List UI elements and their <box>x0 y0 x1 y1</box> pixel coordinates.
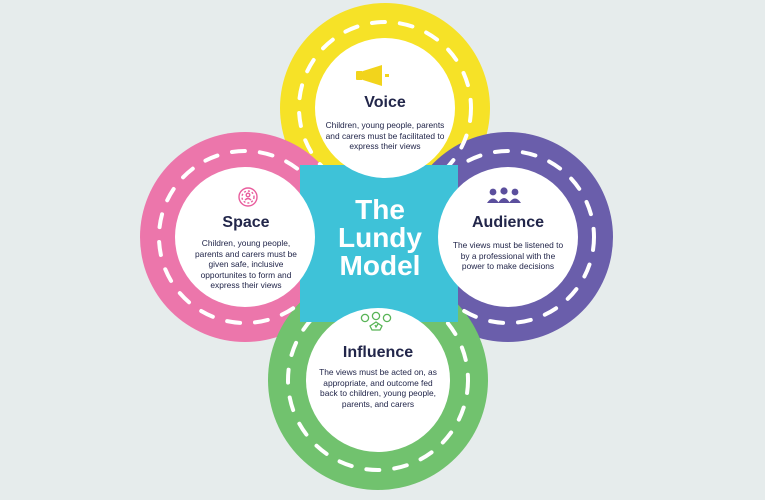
space-description: Children, young people, parents and care… <box>195 238 297 290</box>
influence-label: Influence The views must be acted on, as… <box>318 344 438 409</box>
megaphone-icon <box>356 65 389 86</box>
center-hub <box>300 165 458 322</box>
center-title: The Lundy Model <box>305 196 455 280</box>
audience-inner-circle <box>438 167 578 307</box>
influence-description: The views must be acted on, as appropria… <box>319 367 437 409</box>
center-title-line-3: Model <box>339 250 421 281</box>
audience-title: Audience <box>471 214 544 231</box>
voice-label: Voice Children, young people, parents an… <box>325 94 445 152</box>
center-title-line-2: Lundy <box>338 222 422 253</box>
influence-title: Influence <box>342 344 414 361</box>
center-title-line-1: The <box>355 194 405 225</box>
space-inner-circle <box>175 167 315 307</box>
voice-ring-dashes <box>297 20 473 196</box>
space-title: Space <box>222 214 270 231</box>
people-group-icon <box>487 187 521 203</box>
space-label: Space Children, young people, parents an… <box>191 214 301 291</box>
audience-label: Audience The views must be listened to b… <box>452 214 564 272</box>
voice-description: Children, young people, parents and care… <box>325 120 445 151</box>
audience-description: The views must be listened to by a profe… <box>452 240 564 271</box>
influence-inner-circle <box>306 308 450 452</box>
safe-space-icon <box>238 187 258 207</box>
voice-inner-circle <box>315 38 455 178</box>
voice-title: Voice <box>364 94 406 111</box>
audience-ring-dashes <box>420 149 596 325</box>
feedback-faces-icon <box>360 311 392 331</box>
